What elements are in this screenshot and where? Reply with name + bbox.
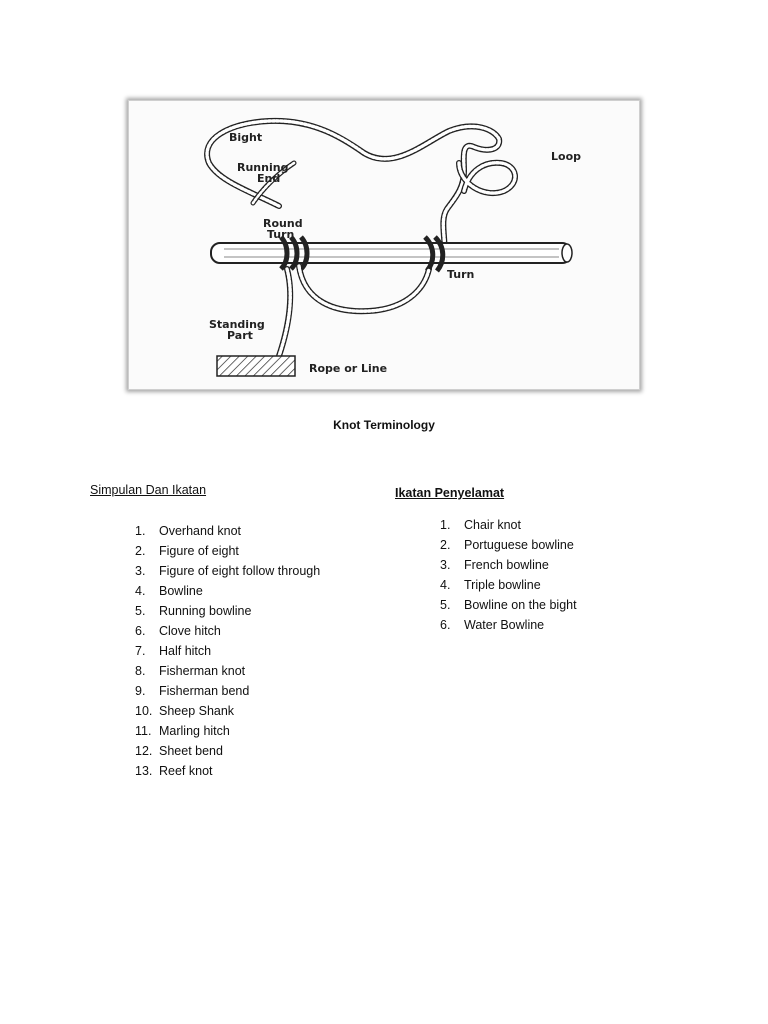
list-item: 1. Chair knot (440, 515, 577, 535)
item-label: Chair knot (464, 518, 521, 532)
item-number: 7. (135, 644, 146, 658)
spar (210, 242, 573, 264)
penyelamat-list: 1. Chair knot 2. Portuguese bowline 3. Fren… (440, 515, 577, 635)
rope-coil (216, 355, 296, 377)
item-number: 6. (135, 624, 146, 638)
item-label: Fisherman bend (159, 684, 250, 698)
label-standing-part-1: Standing (209, 318, 265, 331)
label-running-end-2: End (257, 172, 280, 185)
item-label: Bowline (159, 584, 203, 598)
list-item: 11. Marling hitch (135, 721, 320, 741)
label-loop: Loop (551, 150, 581, 163)
item-number: 2. (440, 538, 451, 552)
heading-simpulan-dan-ikatan: Simpulan Dan Ikatan (90, 483, 207, 497)
list-item: 2. Portuguese bowline (440, 535, 577, 555)
list-item: 4. Bowline (135, 581, 320, 601)
item-label: French bowline (464, 558, 549, 572)
item-number: 12. (135, 744, 153, 758)
item-number: 11. (135, 724, 152, 738)
label-round-turn-1: Round (263, 217, 303, 230)
item-number: 1. (135, 524, 146, 538)
heading-ikatan-penyelamat: Ikatan Penyelamat (395, 486, 505, 500)
item-label: Reef knot (159, 764, 213, 778)
item-label: Sheet bend (159, 744, 223, 758)
item-label: Half hitch (159, 644, 212, 658)
item-number: 9. (135, 684, 146, 698)
item-label: Triple bowline (464, 578, 541, 592)
list-item: 5. Running bowline (135, 601, 320, 621)
list-item: 4. Triple bowline (440, 575, 577, 595)
item-label: Sheep Shank (159, 704, 235, 718)
item-number: 5. (440, 598, 451, 612)
figure-caption: Knot Terminology (333, 418, 435, 432)
item-number: 10. (135, 704, 153, 718)
list-item: 9. Fisherman bend (135, 681, 320, 701)
item-number: 2. (135, 544, 146, 558)
list-item: 5. Bowline on the bight (440, 595, 577, 615)
list-item: 1. Overhand knot (135, 521, 320, 541)
item-label: Portuguese bowline (464, 538, 574, 552)
label-standing-part-2: Part (227, 329, 253, 342)
label-round-turn-2: Turn (267, 228, 294, 241)
item-number: 1. (440, 518, 451, 532)
list-item: 6. Water Bowline (440, 615, 577, 635)
rope-hanging-bight (296, 263, 432, 315)
rope-diagram: Bight Running End Loop Round Turn Turn S… (204, 117, 581, 377)
item-label: Figure of eight follow through (159, 564, 321, 578)
list-item: 13. Reef knot (135, 761, 320, 781)
item-label: Marling hitch (159, 724, 230, 738)
item-number: 4. (135, 584, 146, 598)
knot-terminology-figure: Bight Running End Loop Round Turn Turn S… (128, 100, 640, 390)
item-label: Figure of eight (159, 544, 239, 558)
item-number: 3. (440, 558, 451, 572)
label-turn: Turn (447, 268, 474, 281)
label-bight: Bight (229, 131, 262, 144)
list-item: 6. Clove hitch (135, 621, 320, 641)
rope-running-end (250, 160, 297, 206)
item-number: 6. (440, 618, 451, 632)
list-item: 3. Figure of eight follow through (135, 561, 320, 581)
item-label: Water Bowline (464, 618, 545, 632)
item-label: Fisherman knot (159, 664, 246, 678)
list-item: 2. Figure of eight (135, 541, 320, 561)
rope-loop (456, 159, 518, 196)
label-running-end-1: Running (237, 161, 288, 174)
item-number: 3. (135, 564, 146, 578)
rope-standing-part (276, 266, 294, 359)
item-number: 5. (135, 604, 146, 618)
round-turn-wraps (278, 235, 310, 271)
item-number: 13. (135, 764, 153, 778)
list-item: 10. Sheep Shank (135, 701, 320, 721)
item-label: Bowline on the bight (464, 598, 577, 612)
list-item: 12. Sheet bend (135, 741, 320, 761)
item-number: 8. (135, 664, 146, 678)
label-rope-or-line: Rope or Line (309, 362, 387, 375)
item-label: Overhand knot (159, 524, 241, 538)
simpulan-list: 1. Overhand knot 2. Figure of eight 3. Figu… (135, 521, 320, 781)
list-item: 3. French bowline (440, 555, 577, 575)
item-label: Running bowline (159, 604, 252, 618)
item-label: Clove hitch (159, 624, 221, 638)
list-item: 8. Fisherman knot (135, 661, 320, 681)
item-number: 4. (440, 578, 451, 592)
rope-upper (204, 117, 503, 264)
list-item: 7. Half hitch (135, 641, 320, 661)
